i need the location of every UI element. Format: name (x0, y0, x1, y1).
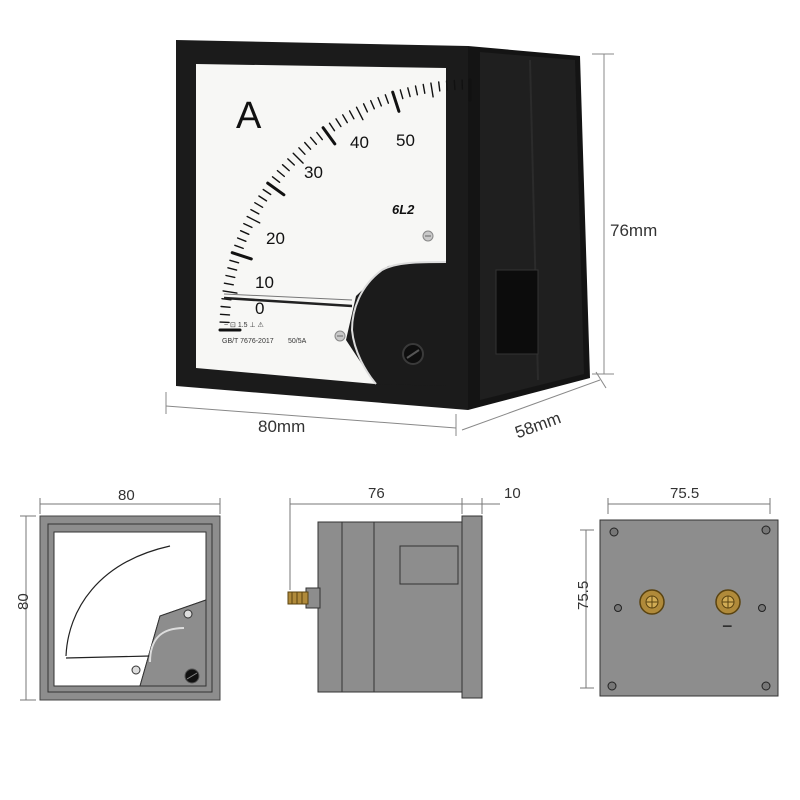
terminal-negative-icon (715, 589, 741, 615)
side-terminal-icon (287, 591, 309, 605)
marking-rating: 50/5A (288, 338, 307, 345)
side-view-dimensions (289, 498, 500, 590)
back-side-screw-icon (758, 604, 766, 612)
back-view-dimensions (580, 498, 771, 689)
scale-tick (271, 176, 281, 184)
photo-dim-width: 80mm (258, 417, 305, 436)
marking-symbols: ~ ⊡ 1.5 ⊥ ⚠ (224, 321, 264, 329)
scale-tick (220, 305, 231, 308)
scale-tick (342, 114, 348, 124)
scale-tick (254, 201, 264, 209)
scale-tick (304, 141, 312, 150)
scale-tick (225, 274, 236, 279)
scale-tick (266, 181, 286, 197)
front-view-drawing (39, 515, 221, 701)
dial-screw-icon (334, 330, 346, 342)
photo-dimension-lines (165, 53, 614, 436)
scale-label-0: 0 (255, 299, 264, 318)
unit-symbol: A (236, 95, 262, 137)
back-corner-screw-icon (607, 681, 617, 691)
scale-tick (391, 90, 401, 113)
scale-tick (276, 169, 285, 178)
scale-tick (236, 237, 247, 243)
scale-label-40: 40 (350, 133, 369, 152)
scale-tick (250, 208, 260, 215)
model-label: 6L2 (392, 202, 415, 217)
scale-tick (348, 110, 355, 120)
scale-tick (246, 215, 261, 224)
front-zero-adjust-icon (184, 668, 200, 684)
scale-tick (355, 106, 364, 121)
scale-tick (219, 313, 231, 316)
marking-standard: GB/T 7676-2017 (222, 338, 274, 345)
side-view-depth: 76 (368, 485, 385, 502)
side-view-drawing (287, 515, 483, 699)
scale-tick (262, 188, 272, 196)
dial-screw-icon (422, 230, 434, 242)
side-slot (495, 269, 539, 355)
scale-tick (222, 290, 238, 294)
negative-sign: − (722, 616, 733, 636)
front-view-height: 80 (15, 593, 32, 610)
scale-tick (422, 83, 426, 95)
meter-pointer (223, 296, 353, 308)
scale-tick (287, 158, 295, 166)
scale-tick (438, 81, 441, 92)
scale-tick (407, 87, 411, 98)
back-corner-screw-icon (761, 525, 771, 535)
scale-label-30: 30 (304, 163, 323, 182)
photo-dim-height: 76mm (610, 221, 657, 240)
back-corner-screw-icon (761, 681, 771, 691)
scale-tick (234, 244, 244, 250)
scale-tick (281, 163, 290, 172)
terminal-positive-icon (639, 589, 665, 615)
scale-tick (223, 282, 235, 286)
scale-tick (230, 251, 253, 261)
front-view-width: 80 (118, 487, 135, 504)
scale-ticks (218, 78, 472, 332)
scale-tick (229, 259, 240, 264)
back-view-drawing: − (599, 519, 779, 697)
back-corner-screw-icon (609, 527, 619, 537)
meter-dial-face (196, 64, 446, 384)
scale-tick (309, 136, 318, 146)
scale-tick (430, 82, 434, 98)
scale-tick (298, 147, 306, 156)
scale-tick (335, 118, 342, 128)
photo-dim-depth: 58mm (512, 408, 563, 442)
scale-label-10: 10 (255, 273, 274, 292)
back-side-screw-icon (614, 604, 622, 612)
front-view-dimensions (20, 498, 221, 701)
back-view-width: 75.5 (670, 485, 699, 502)
scale-tick (258, 195, 268, 202)
scale-label-50: 50 (396, 131, 415, 150)
scale-tick (399, 89, 404, 100)
scale-tick (328, 122, 336, 132)
scale-tick (453, 79, 456, 91)
scale-tick (227, 267, 238, 271)
meter-photo: A 0 10 20 30 40 50 6L2 ~ ⊡ 1.5 ⊥ ⚠ GB/T … (176, 40, 590, 410)
zero-adjust-screw-icon[interactable] (402, 343, 424, 365)
scale-tick (239, 229, 250, 236)
scale-tick (321, 126, 337, 146)
scale-tick (384, 94, 390, 104)
scale-tick (370, 99, 375, 110)
scale-tick (377, 96, 382, 107)
scale-tick (414, 85, 419, 96)
scale-tick (445, 80, 448, 91)
scale-tick (316, 131, 323, 141)
scale-tick (292, 152, 304, 164)
scale-tick (243, 222, 253, 229)
scale-tick (362, 103, 369, 113)
side-view-flange: 10 (504, 485, 521, 502)
back-view-height: 75.5 (575, 581, 592, 610)
scale-label-20: 20 (266, 229, 285, 248)
